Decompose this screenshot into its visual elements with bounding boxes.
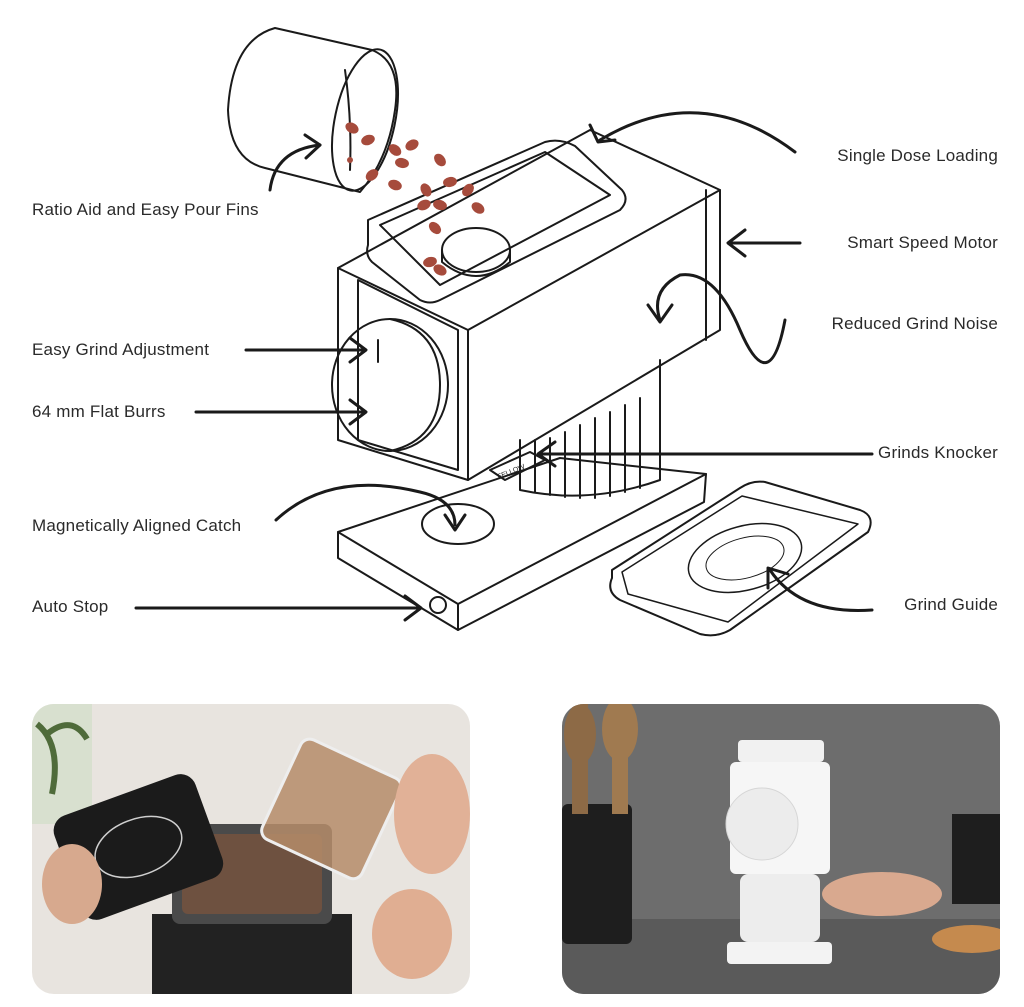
arrow-single-dose xyxy=(598,111,797,154)
arrow-reduced-noise xyxy=(656,273,787,365)
label-reduced-noise: Reduced Grind Noise xyxy=(831,314,998,333)
grind-guide-card xyxy=(609,480,872,637)
label-magnetic-catch: Magnetically Aligned Catch xyxy=(32,516,242,535)
grinder-column xyxy=(519,359,661,499)
callout-arrows xyxy=(134,111,874,622)
arrow-ratio-aid xyxy=(268,143,322,192)
photo-pouring-beans xyxy=(32,704,470,994)
grinder-diagram: FELLOW xyxy=(134,27,874,637)
label-single-dose: Single Dose Loading xyxy=(837,146,998,165)
label-smart-motor: Smart Speed Motor xyxy=(847,233,998,252)
label-ratio-aid: Ratio Aid and Easy Pour Fins xyxy=(32,200,259,219)
arrow-magnetic-catch xyxy=(274,483,457,527)
grinder-body xyxy=(337,129,721,481)
label-easy-grind: Easy Grind Adjustment xyxy=(32,340,210,359)
label-auto-stop: Auto Stop xyxy=(32,597,109,616)
label-grind-guide: Grind Guide xyxy=(904,595,998,614)
label-grinds-knocker: Grinds Knocker xyxy=(878,443,998,462)
grinder-base xyxy=(337,457,707,631)
hopper-lid xyxy=(366,139,627,304)
catch-cup xyxy=(227,27,399,193)
arrow-grind-guide xyxy=(768,568,874,612)
label-flat-burrs: 64 mm Flat Burrs xyxy=(32,402,166,421)
photo-grinder-countertop xyxy=(562,704,1000,994)
grind-dial xyxy=(331,318,449,452)
coffee-beans xyxy=(345,122,485,276)
